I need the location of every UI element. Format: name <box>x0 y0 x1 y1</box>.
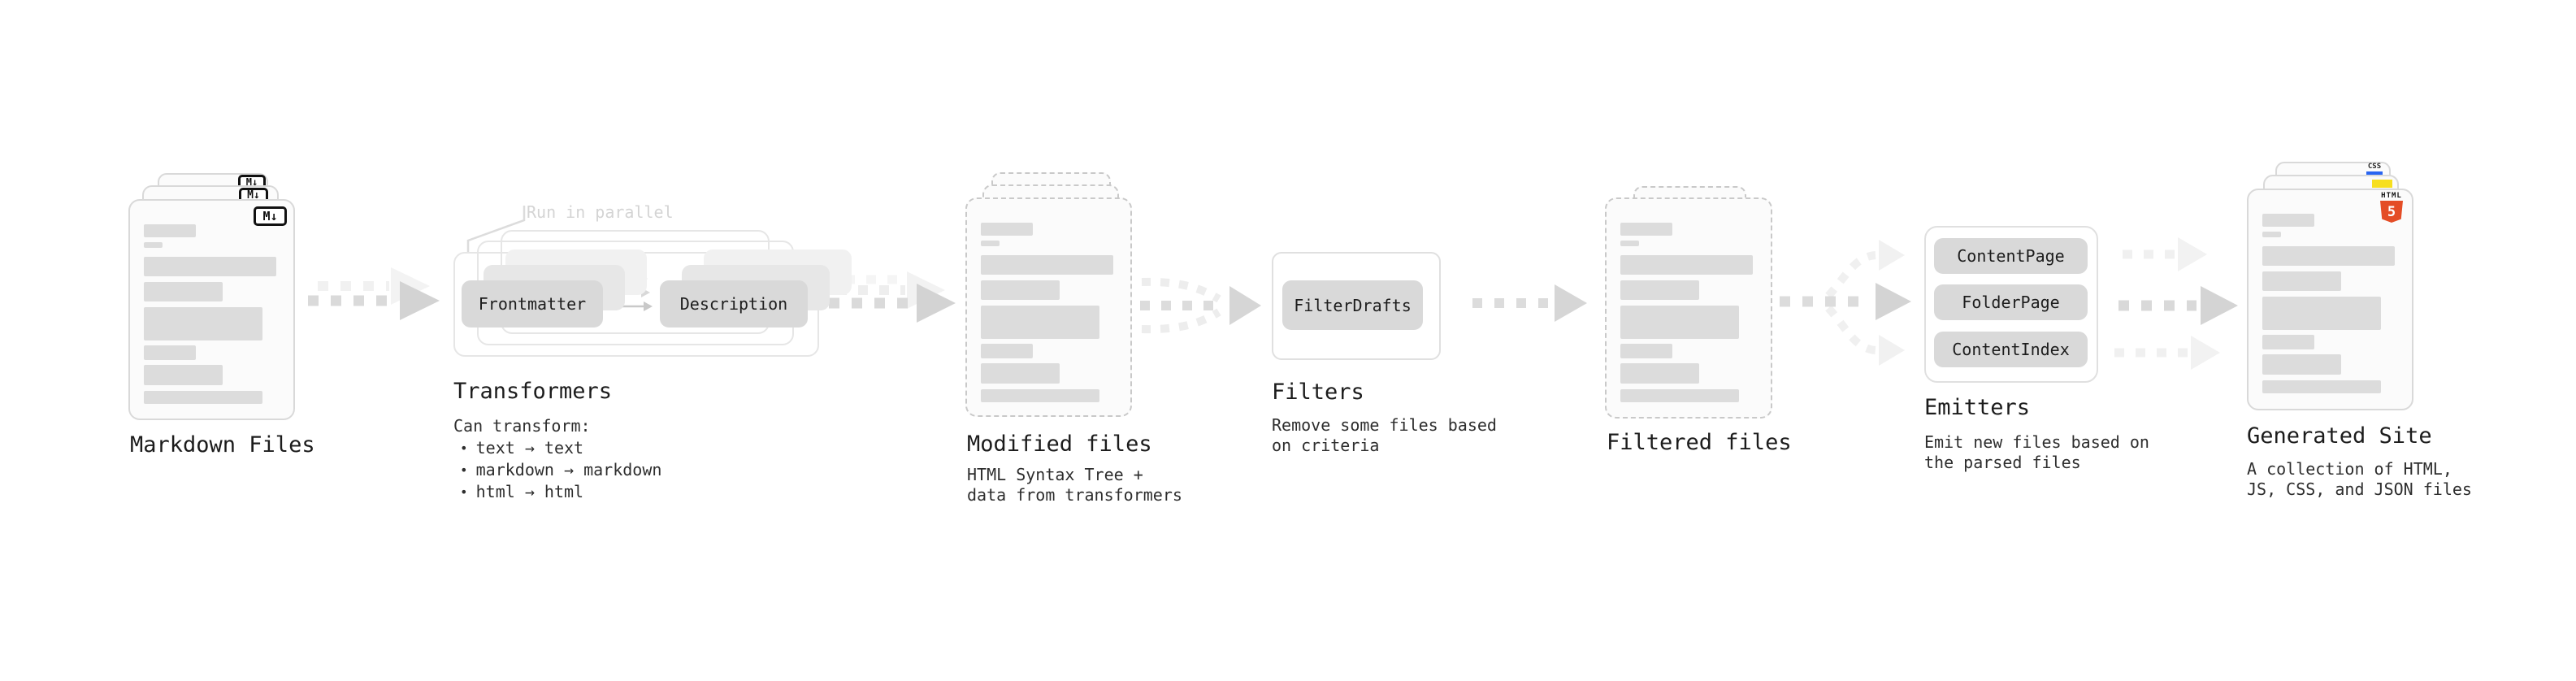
skeleton-bar <box>144 307 262 340</box>
frontmatter-pill: Frontmatter <box>462 280 603 327</box>
skeleton-bar <box>981 344 1033 358</box>
skeleton-bar <box>981 306 1099 339</box>
filtered-file-card <box>1605 197 1772 419</box>
transformers-desc-title: Can transform: <box>453 416 591 436</box>
skeleton-bar <box>144 365 223 385</box>
contentindex-pill: ContentIndex <box>1934 332 2088 367</box>
folderpage-pill: FolderPage <box>1934 284 2088 320</box>
skeleton-bar <box>1620 363 1699 384</box>
skeleton-bar <box>2262 380 2381 393</box>
skeleton-bar <box>981 223 1033 236</box>
css-bar <box>2366 171 2383 175</box>
modified-desc-line1: HTML Syntax Tree + <box>967 465 1143 484</box>
skeleton-bar <box>1620 223 1672 236</box>
stage-label-generated-site: Generated Site <box>2247 423 2432 449</box>
skeleton-bar <box>2262 354 2341 375</box>
html5-shield: 5 <box>2380 201 2403 223</box>
markdown-icon: M↓ <box>254 206 287 226</box>
bullet-html-to-html: html → html <box>453 481 661 503</box>
skeleton-bar <box>981 280 1060 300</box>
skeleton-bar <box>2262 271 2341 291</box>
skeleton-bar <box>144 282 223 301</box>
html5-wordmark: HTML <box>2381 192 2402 200</box>
skeleton-bar <box>144 224 196 237</box>
arrow-modified-to-filters <box>1140 277 1261 334</box>
skeleton-bar <box>1620 255 1753 275</box>
bullet-markdown-to-markdown: markdown → markdown <box>453 459 662 481</box>
doc-skeleton <box>967 199 1130 402</box>
contentpage-pill: ContentPage <box>1934 238 2088 274</box>
skeleton-bar <box>1620 241 1639 246</box>
site-desc-line1: A collection of HTML, <box>2247 459 2452 479</box>
skeleton-bar <box>981 241 1000 246</box>
doc-skeleton <box>130 201 293 404</box>
stage-label-emitters: Emitters <box>1924 395 2031 420</box>
stage-label-filters: Filters <box>1272 380 1364 405</box>
skeleton-bar <box>1620 280 1699 300</box>
emitters-desc-line2: the parsed files <box>1924 453 2081 472</box>
filterdrafts-pill: FilterDrafts <box>1282 280 1423 330</box>
skeleton-bar <box>144 257 276 276</box>
modified-desc-line2: data from transformers <box>967 485 1182 505</box>
arrow-transformers-to-modified <box>829 271 956 323</box>
skeleton-bar <box>2262 246 2395 266</box>
skeleton-bar <box>1620 389 1739 402</box>
js-icon <box>2372 180 2392 188</box>
markdown-file-card <box>128 199 295 420</box>
description-pill: Description <box>660 280 808 327</box>
skeleton-bar <box>1620 344 1672 358</box>
emitters-desc-line1: Emit new files based on <box>1924 432 2149 452</box>
html5-icon: HTML 5 <box>2379 192 2404 223</box>
site-file-card-html <box>2247 189 2413 410</box>
stage-label-markdown-files: Markdown Files <box>130 432 315 458</box>
arrow-filtered-to-emitters <box>1780 240 1911 366</box>
skeleton-bar <box>981 255 1113 275</box>
transformers-bullets: text → text markdown → markdown html → h… <box>453 437 662 503</box>
skeleton-bar <box>144 345 196 360</box>
arrow-emitters-to-site <box>2114 237 2238 370</box>
doc-skeleton <box>1607 199 1771 402</box>
stage-label-filtered-files: Filtered files <box>1607 430 1792 455</box>
skeleton-bar <box>2262 214 2314 227</box>
doc-skeleton <box>2249 190 2412 393</box>
skeleton-bar <box>144 242 163 248</box>
site-desc-line2: JS, CSS, and JSON files <box>2247 479 2472 499</box>
filters-desc-line1: Remove some files based <box>1272 415 1497 435</box>
run-in-parallel-callout <box>466 206 526 254</box>
stage-label-modified-files: Modified files <box>967 432 1152 457</box>
stage-label-transformers: Transformers <box>453 379 613 404</box>
bullet-text-to-text: text → text <box>453 437 661 459</box>
html5-glyph: 5 <box>2387 203 2396 220</box>
skeleton-bar <box>144 391 262 404</box>
skeleton-bar <box>2262 335 2314 349</box>
skeleton-bar <box>981 363 1060 384</box>
arrow-filters-to-filtered <box>1472 284 1587 322</box>
run-in-parallel-note: Run in parallel <box>527 202 674 222</box>
modified-file-card <box>965 197 1132 417</box>
skeleton-bar <box>1620 306 1739 339</box>
arrow-markdown-to-transformers <box>308 267 440 320</box>
css-icon: CSS <box>2366 163 2383 175</box>
skeleton-bar <box>981 389 1099 402</box>
css-wordmark: CSS <box>2367 163 2382 171</box>
skeleton-bar <box>2262 232 2281 237</box>
skeleton-bar <box>2262 297 2381 330</box>
filters-desc-line2: on criteria <box>1272 436 1380 455</box>
